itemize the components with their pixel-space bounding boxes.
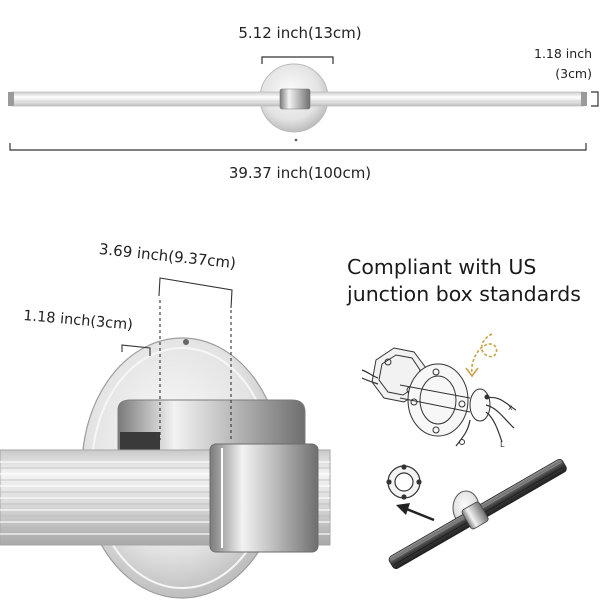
base-width-dimension-line — [261, 56, 334, 64]
mounting-bracket-icon — [386, 464, 422, 500]
wall-lamp-product — [8, 63, 587, 142]
compliance-line2: junction box standards — [347, 282, 581, 306]
install-direction-arrow-icon — [396, 503, 435, 522]
wall-lamp-installed-icon — [388, 459, 567, 569]
base-depth-dimension-line — [158, 277, 233, 440]
tube-height-label-line1: 1.18 inch — [534, 46, 592, 61]
tube-diameter-dimension-line — [121, 344, 151, 356]
base-width-label: 5.12 inch(13cm) — [238, 24, 362, 42]
total-width-label: 39.37 inch(100cm) — [228, 164, 372, 182]
tube-height-label: 1.18 inch (3cm) — [534, 44, 592, 84]
compliance-line1: Compliant with US — [347, 255, 537, 279]
svg-text:x: x — [508, 403, 513, 412]
tube-height-dimension-line — [591, 91, 599, 107]
compliance-heading: Compliant with US junction box standards — [347, 254, 581, 308]
svg-text:L: L — [500, 440, 505, 449]
total-width-dimension-line — [9, 143, 587, 151]
tube-height-label-line2: (3cm) — [555, 66, 592, 81]
lamp-closeup — [0, 337, 331, 599]
junction-box-diagram: x L — [361, 347, 517, 449]
mounting-arrow-icon — [465, 333, 498, 378]
